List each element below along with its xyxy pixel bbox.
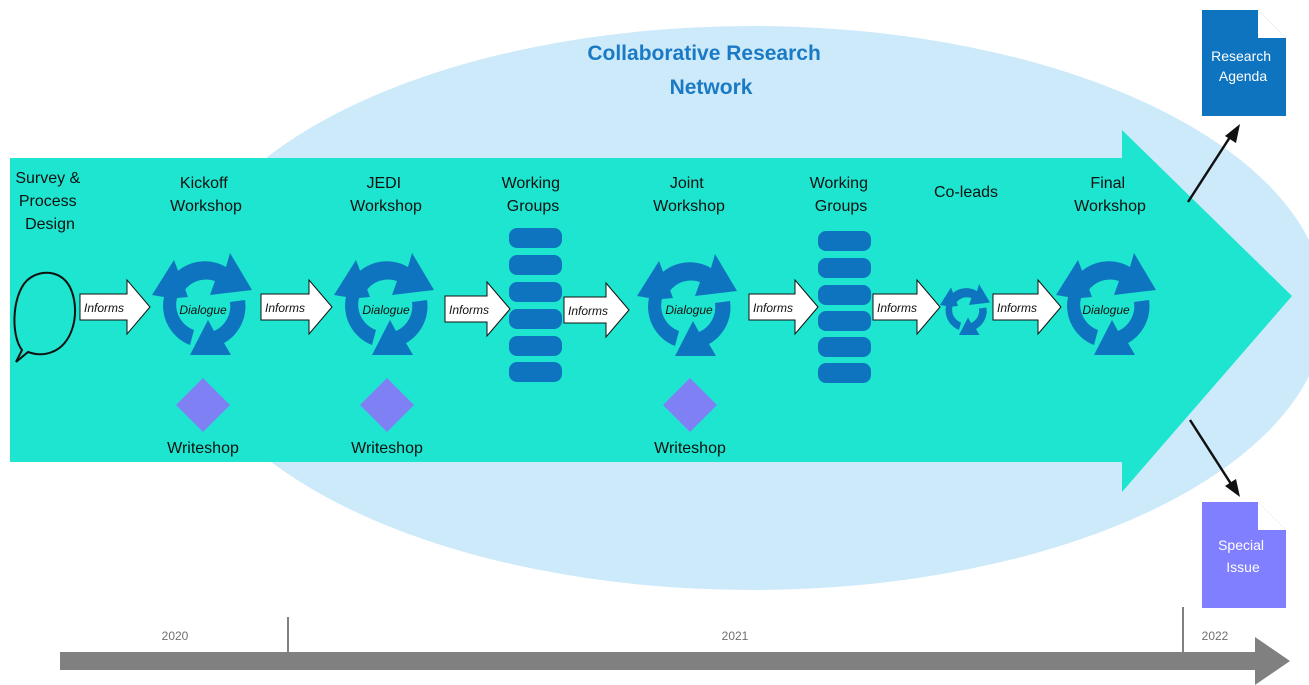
informs-arrow-2: Informs bbox=[260, 278, 333, 336]
research-agenda-document: Research Agenda bbox=[1202, 10, 1286, 116]
special-issue-label: Special Issue bbox=[1218, 537, 1268, 575]
speech-bubble-icon bbox=[13, 271, 77, 363]
working-group-block bbox=[818, 311, 871, 331]
timeline-arrow bbox=[60, 637, 1290, 685]
working-group-block bbox=[818, 337, 871, 357]
stage-label-co-leads: Co-leads bbox=[934, 184, 998, 201]
network-title-line-1: Collaborative Research bbox=[587, 42, 820, 65]
stage-label-final: Final Workshop bbox=[1074, 175, 1146, 215]
year-2022: 2022 bbox=[1202, 629, 1229, 643]
working-group-block bbox=[509, 228, 562, 248]
research-agenda-label: Research Agenda bbox=[1211, 48, 1275, 84]
informs-arrow-5: Informs bbox=[748, 278, 819, 336]
stage-label-jedi: JEDI Workshop bbox=[350, 175, 422, 215]
year-2021: 2021 bbox=[722, 629, 749, 643]
working-group-block bbox=[509, 255, 562, 275]
writeshop-diamond-kickoff bbox=[176, 378, 230, 432]
writeshop-diamond-joint bbox=[663, 378, 717, 432]
working-group-block bbox=[509, 282, 562, 302]
informs-arrow-3: Informs bbox=[444, 280, 511, 338]
joint-dialogue-text: Dialogue bbox=[665, 303, 713, 317]
working-group-block bbox=[818, 258, 871, 278]
working-group-block bbox=[509, 309, 562, 329]
output-arrow-research-agenda bbox=[1186, 124, 1240, 203]
final-dialogue-text: Dialogue bbox=[1082, 303, 1130, 317]
informs-label: Informs bbox=[568, 304, 608, 318]
informs-arrow-4: Informs bbox=[563, 281, 630, 339]
timeline: 2020 2021 2022 bbox=[60, 607, 1290, 685]
network-title-line-2: Network bbox=[670, 76, 753, 99]
working-groups-1-stack bbox=[509, 228, 562, 382]
writeshop-label-jedi: Writeshop bbox=[351, 440, 423, 457]
stage-label-working-groups-1: Working Groups bbox=[502, 175, 565, 215]
informs-arrow-6: Informs bbox=[872, 278, 941, 336]
working-group-block bbox=[818, 363, 871, 383]
year-2020: 2020 bbox=[162, 629, 189, 643]
stage-label-joint: Joint Workshop bbox=[653, 175, 725, 215]
writeshop-diamond-jedi bbox=[360, 378, 414, 432]
output-arrow-special-issue bbox=[1188, 419, 1240, 497]
network-title: Collaborative Research Network bbox=[587, 42, 826, 99]
kickoff-dialogue-text: Dialogue bbox=[179, 303, 227, 317]
working-group-block bbox=[509, 362, 562, 382]
working-groups-2-stack bbox=[818, 231, 871, 383]
informs-arrow-1: Informs bbox=[79, 278, 151, 336]
working-group-block bbox=[509, 336, 562, 356]
stage-label-survey: Survey & Process Design bbox=[15, 170, 84, 233]
informs-label: Informs bbox=[753, 301, 793, 315]
informs-label: Informs bbox=[877, 301, 917, 315]
working-group-block bbox=[818, 231, 871, 251]
informs-label: Informs bbox=[997, 301, 1037, 315]
informs-label: Informs bbox=[84, 301, 124, 315]
writeshop-label-kickoff: Writeshop bbox=[167, 440, 239, 457]
informs-label: Informs bbox=[265, 301, 305, 315]
writeshop-label-joint: Writeshop bbox=[654, 440, 726, 457]
stage-label-working-groups-2: Working Groups bbox=[810, 175, 873, 215]
informs-arrow-7: Informs bbox=[992, 278, 1062, 336]
stage-label-kickoff: Kickoff Workshop bbox=[170, 175, 242, 215]
special-issue-document: Special Issue bbox=[1202, 502, 1286, 608]
jedi-dialogue-text: Dialogue bbox=[362, 303, 410, 317]
informs-label: Informs bbox=[449, 303, 489, 317]
working-group-block bbox=[818, 285, 871, 305]
